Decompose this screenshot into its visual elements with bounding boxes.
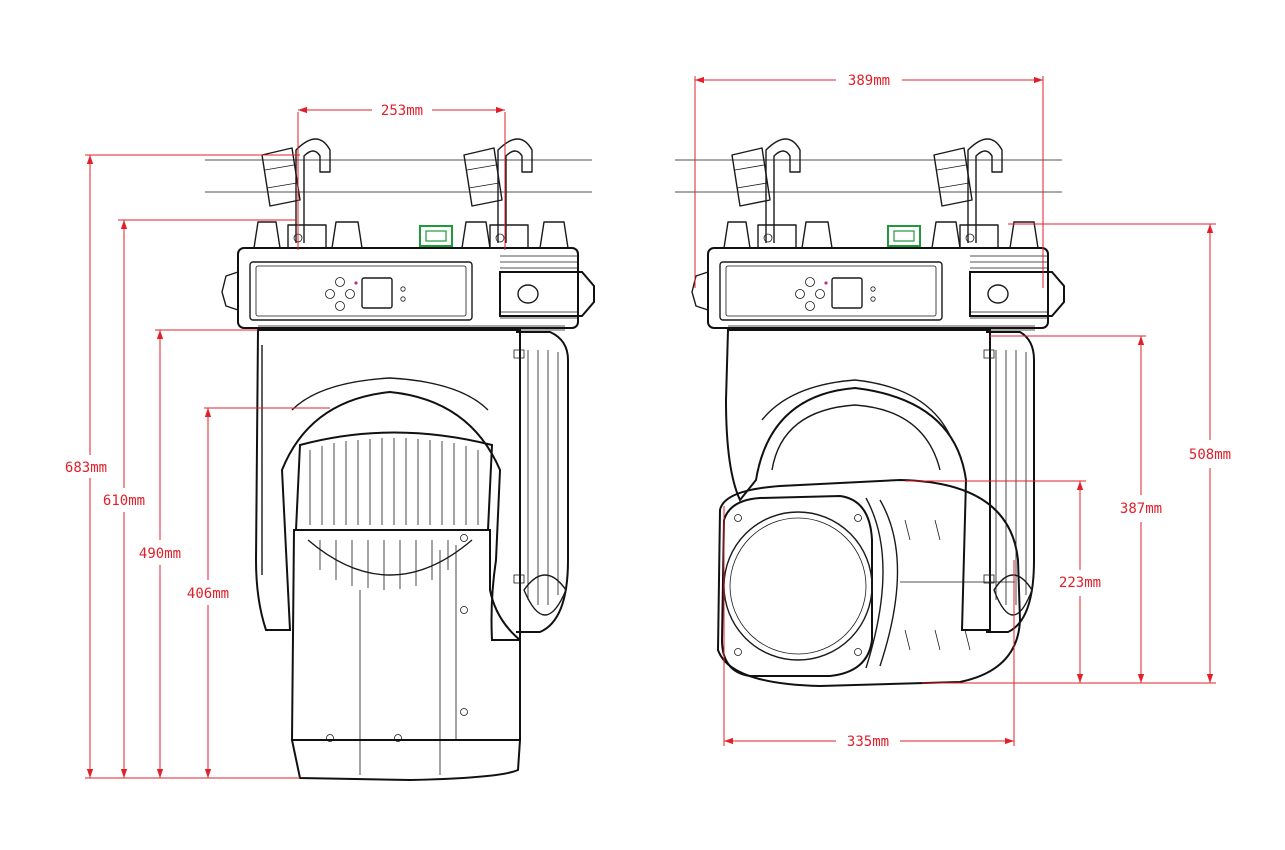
dim-body-height: 490mm — [139, 546, 181, 562]
dim-head-side-height: 223mm — [1059, 575, 1101, 591]
dim-side-height-from-base: 508mm — [1189, 447, 1231, 463]
clamp-left-icon — [731, 138, 801, 249]
dim-head-height: 406mm — [187, 586, 229, 602]
dim-total-width: 389mm — [848, 73, 890, 89]
dim-clamp-spacing: 253mm — [381, 103, 423, 119]
dim-total-height: 683mm — [65, 460, 107, 476]
side-dimensions — [694, 76, 1216, 746]
clamp-right-icon — [463, 138, 533, 249]
front-view — [205, 138, 595, 782]
dim-yoke-height: 387mm — [1120, 501, 1162, 517]
front-dimensions — [85, 106, 506, 779]
clamp-right-icon — [933, 138, 1003, 249]
dim-height-from-base: 610mm — [103, 493, 145, 509]
dim-head-width: 335mm — [847, 734, 889, 750]
side-view — [675, 138, 1065, 688]
